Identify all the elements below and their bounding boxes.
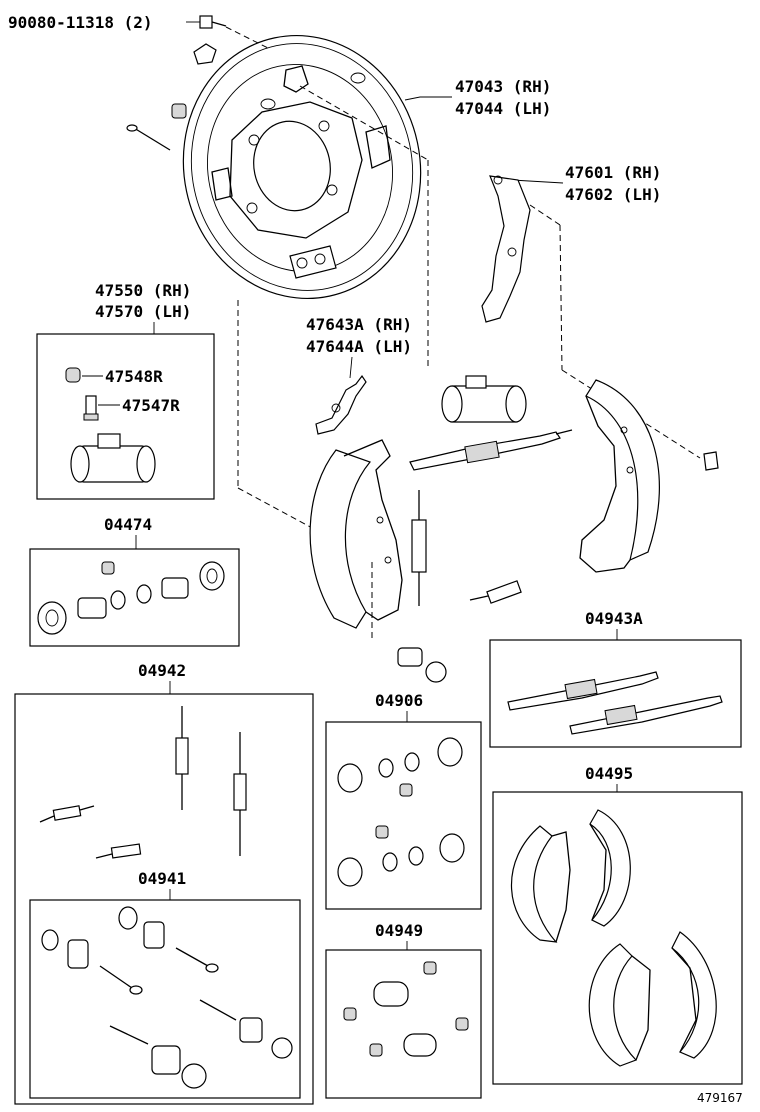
box-kit-04474 bbox=[29, 548, 240, 647]
label-ref-number: 479167 bbox=[697, 1091, 743, 1105]
label-cylinder-lh: 47570 (LH) bbox=[95, 302, 191, 321]
kit-04906-parts bbox=[337, 737, 465, 887]
label-kit-04949: 04949 bbox=[375, 921, 423, 940]
kit-04942-springs bbox=[39, 706, 247, 859]
kit-04943a-struts bbox=[507, 671, 723, 735]
wheel-cylinder-icon bbox=[70, 433, 156, 483]
return-spring-center bbox=[411, 490, 427, 606]
brake-shoe-left bbox=[309, 439, 403, 629]
adjuster-strut bbox=[409, 429, 573, 471]
dash-left-2 bbox=[237, 487, 317, 531]
label-adjust-lever-lh: 47644A (LH) bbox=[306, 337, 412, 356]
kit-04941-parts bbox=[41, 906, 293, 1089]
leader-plate bbox=[404, 96, 452, 101]
dash-plate bbox=[299, 85, 429, 161]
label-cylinder-rh: 47550 (RH) bbox=[95, 281, 191, 300]
label-kit-04906: 04906 bbox=[375, 691, 423, 710]
clip-icon bbox=[703, 451, 719, 471]
box-kit-04495 bbox=[492, 791, 743, 1085]
label-adjust-lever-rh: 47643A (RH) bbox=[306, 315, 412, 334]
parking-brake-lever bbox=[481, 175, 531, 323]
kit-04495-shoes bbox=[510, 809, 717, 1067]
label-lever-rh: 47601 (RH) bbox=[565, 163, 661, 182]
bleeder-cap-icon bbox=[65, 367, 81, 383]
box-kit-04949 bbox=[325, 949, 482, 1099]
label-kit-04941: 04941 bbox=[138, 869, 186, 888]
bleeder-plug-icon bbox=[83, 395, 99, 421]
leader-lever bbox=[511, 179, 564, 184]
hold-down-spring-center bbox=[397, 647, 447, 683]
backing-plate bbox=[182, 34, 422, 300]
box-kit-04941 bbox=[29, 899, 301, 1099]
label-bleeder-plug: 47547R bbox=[122, 396, 180, 415]
box-kit-04943a bbox=[489, 639, 742, 748]
dash-lever bbox=[529, 204, 561, 226]
kit-04474-parts bbox=[37, 561, 225, 635]
label-kit-04474: 04474 bbox=[104, 515, 152, 534]
box-kit-04942 bbox=[14, 693, 314, 1105]
adjuster-spring-center bbox=[469, 580, 522, 604]
label-kit-04495: 04495 bbox=[585, 764, 633, 783]
dash-lever-2 bbox=[559, 224, 563, 371]
kit-04949-parts bbox=[343, 961, 469, 1057]
label-lever-lh: 47602 (LH) bbox=[565, 185, 661, 204]
label-plate-rh: 47043 (RH) bbox=[455, 77, 551, 96]
bolt-icon bbox=[193, 15, 269, 65]
wheel-cylinder-assembly bbox=[441, 375, 527, 423]
shoe-hold-pin-icon bbox=[126, 124, 171, 151]
box-kit-04906 bbox=[325, 721, 482, 910]
label-bolt: 90080-11318 (2) bbox=[8, 13, 153, 32]
grommet-icon bbox=[171, 103, 187, 119]
label-plate-lh: 47044 (LH) bbox=[455, 99, 551, 118]
label-kit-04942: 04942 bbox=[138, 661, 186, 680]
label-kit-04943a: 04943A bbox=[585, 609, 643, 628]
box-wheel-cylinder bbox=[36, 333, 215, 500]
leader-adjust-lever bbox=[349, 356, 353, 379]
brake-shoe-right bbox=[579, 379, 660, 573]
label-bleeder-cap: 47548R bbox=[105, 367, 163, 386]
adjusting-lever bbox=[315, 374, 367, 435]
